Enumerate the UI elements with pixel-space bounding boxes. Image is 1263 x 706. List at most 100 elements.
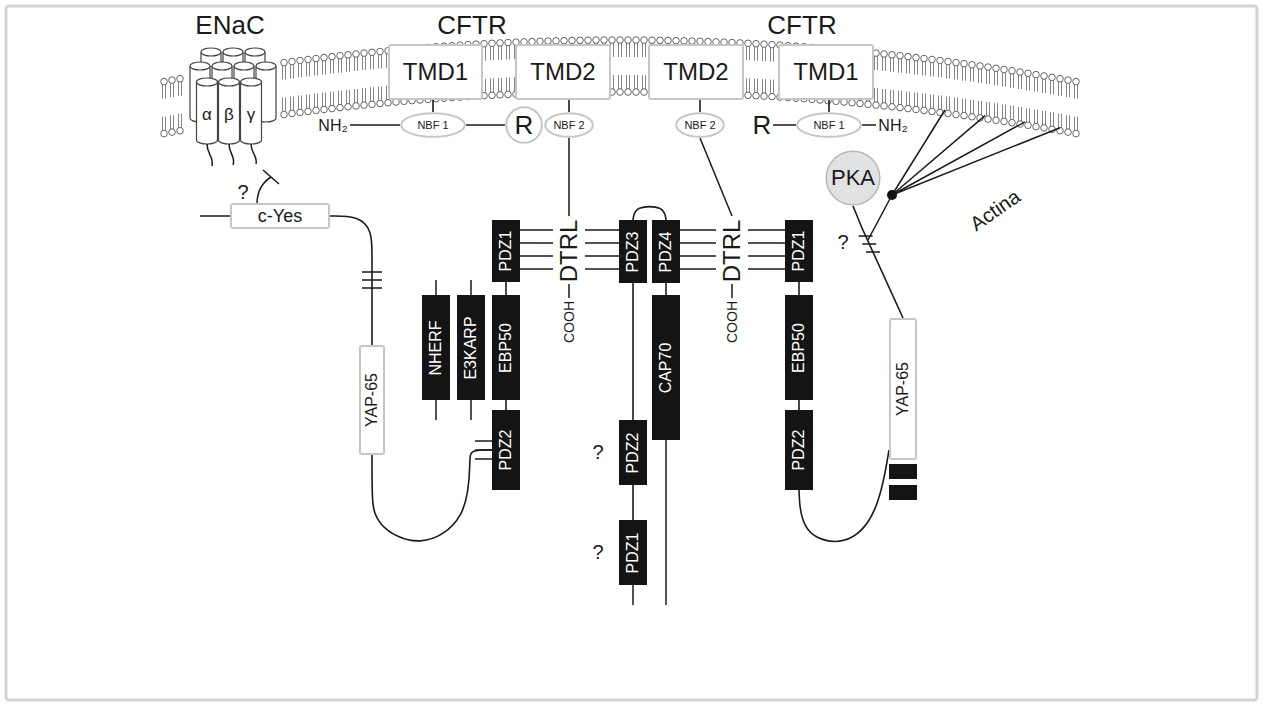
lipid-head bbox=[905, 53, 912, 60]
lipid-tail bbox=[757, 79, 758, 93]
lipid bbox=[1009, 67, 1016, 126]
lipid-head bbox=[353, 103, 360, 110]
lipid-head bbox=[161, 78, 168, 85]
lipid bbox=[1049, 74, 1056, 133]
lipid-head bbox=[337, 52, 344, 59]
protein-box: YAP-65 bbox=[359, 345, 385, 455]
lipid-tail bbox=[973, 100, 974, 114]
lipid-tail bbox=[922, 93, 923, 107]
connector bbox=[798, 400, 800, 410]
lipid-head bbox=[385, 99, 392, 106]
lipid-tail bbox=[933, 62, 934, 76]
wires bbox=[200, 110, 1060, 605]
lipid-tail bbox=[1029, 76, 1030, 90]
helix-top bbox=[256, 62, 276, 70]
channel-name: CFTR bbox=[767, 12, 836, 38]
lipid-head bbox=[1033, 71, 1040, 78]
lipid-tail bbox=[1074, 117, 1075, 131]
lipid-tail bbox=[306, 94, 307, 108]
lipid-head bbox=[497, 40, 504, 47]
lipid-tail bbox=[890, 58, 891, 72]
motif-label: DTRL bbox=[720, 220, 744, 283]
lipid bbox=[633, 37, 640, 96]
lipid-head bbox=[1001, 118, 1008, 125]
lipid bbox=[1001, 66, 1008, 125]
lipid bbox=[969, 61, 976, 120]
binding-rung bbox=[748, 242, 785, 244]
lipid bbox=[761, 41, 768, 100]
lipid-tail bbox=[1005, 72, 1006, 86]
subunit-label: α bbox=[202, 106, 212, 123]
lipid-tail bbox=[293, 65, 294, 79]
lipid-head bbox=[633, 37, 640, 44]
lipid-tail bbox=[338, 59, 339, 73]
actin-filament bbox=[892, 128, 1060, 195]
lipid-tail bbox=[946, 97, 947, 111]
helix-top bbox=[219, 78, 240, 86]
lipid-head bbox=[761, 41, 768, 48]
lipid-head bbox=[329, 105, 336, 112]
connector bbox=[330, 216, 372, 345]
lipid bbox=[617, 37, 624, 96]
lipid-tail bbox=[762, 47, 763, 61]
lipid-tail bbox=[322, 93, 323, 107]
connector bbox=[372, 450, 492, 541]
pdz-box: PDZ1 bbox=[619, 520, 647, 585]
lipid bbox=[305, 56, 312, 115]
lipid-tail bbox=[341, 59, 342, 73]
lipid-head bbox=[929, 108, 936, 115]
lipid bbox=[985, 64, 992, 123]
lipid bbox=[1033, 71, 1040, 130]
lipid-tail bbox=[173, 115, 174, 129]
lipid bbox=[505, 39, 512, 98]
lipid bbox=[953, 59, 960, 118]
chain-line bbox=[435, 280, 437, 295]
lipid bbox=[1017, 69, 1024, 128]
lipid-tail bbox=[877, 88, 878, 102]
lipid-tail bbox=[877, 56, 878, 70]
lipid-head bbox=[993, 117, 1000, 124]
lipid-tail bbox=[901, 91, 902, 105]
lipid-tail bbox=[901, 59, 902, 73]
lipid-tail bbox=[370, 55, 371, 69]
lipid-tail bbox=[917, 93, 918, 107]
lipid-tail bbox=[330, 60, 331, 74]
lipid bbox=[353, 51, 360, 110]
lipid-tail bbox=[773, 80, 774, 94]
lipid-head bbox=[289, 110, 296, 117]
lipid-head bbox=[361, 102, 368, 109]
lipid-tail bbox=[893, 58, 894, 72]
lipid-head bbox=[921, 55, 928, 62]
lipid-tail bbox=[162, 117, 163, 131]
lipid-tail bbox=[290, 65, 291, 79]
lipid bbox=[1025, 70, 1032, 129]
connector bbox=[466, 124, 505, 126]
lipid-tail bbox=[1061, 114, 1062, 128]
lipid-tail bbox=[917, 61, 918, 75]
lipid-head bbox=[625, 37, 632, 44]
node-outline bbox=[401, 113, 465, 137]
binding-rung bbox=[748, 229, 785, 231]
lipid-head bbox=[969, 113, 976, 120]
lipid-head bbox=[993, 65, 1000, 72]
lipid-tail bbox=[914, 93, 915, 107]
pdz-box: PDZ2 bbox=[492, 410, 520, 490]
protein-box: NHERF bbox=[422, 295, 450, 400]
node-text: PDZ2 bbox=[498, 430, 514, 471]
lipid bbox=[641, 37, 648, 96]
domain-box: TMD2 bbox=[648, 44, 744, 100]
lipid-tail bbox=[629, 43, 630, 57]
nbf-ellipse: NBF 1 bbox=[400, 112, 466, 138]
question-mark: ? bbox=[237, 182, 248, 202]
lipid-tail bbox=[173, 83, 174, 97]
lipid-tail bbox=[938, 95, 939, 109]
lipid-head bbox=[329, 53, 336, 60]
helix-top bbox=[197, 78, 218, 86]
lipid-head bbox=[857, 100, 864, 107]
lipid-tail bbox=[746, 78, 747, 92]
node-outline bbox=[797, 113, 861, 137]
lipid-tail bbox=[1058, 82, 1059, 96]
lipid-tail bbox=[341, 91, 342, 105]
node-text: PDZ1 bbox=[791, 231, 807, 272]
lipid-tail bbox=[1002, 104, 1003, 118]
